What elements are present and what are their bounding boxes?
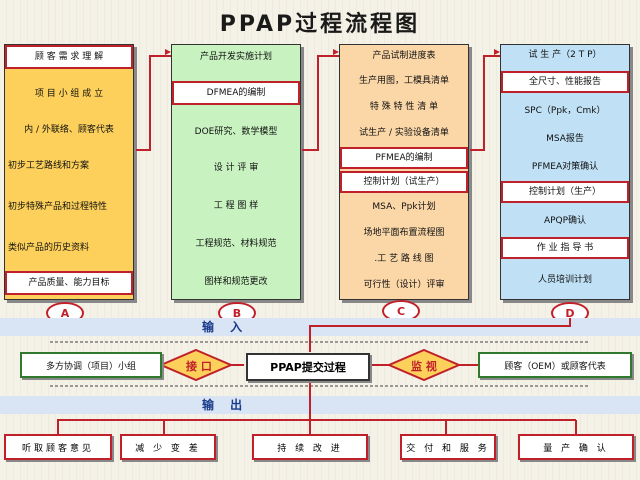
output-1: 听取顾客意见 (4, 434, 112, 460)
col-c-item-5: PFMEA的编制 (340, 147, 468, 169)
col-d-item-7: APQP确认 (543, 215, 587, 226)
multi-team-box: 多方协调（项目）小组 (20, 352, 162, 378)
col-a-item-1: 顾 客 需 求 理 解 (5, 45, 133, 69)
col-c-item-3: 特 殊 特 性 清 单 (369, 101, 439, 112)
col-d-item-8: 作 业 指 导 书 (501, 237, 629, 259)
output-label: 输 出 (202, 398, 249, 412)
label-c: C (382, 300, 420, 322)
col-d-item-4: MSA报告 (546, 133, 584, 144)
input-label: 输 入 (202, 320, 249, 334)
column-d: 试 生 产（2 T P） 全尺寸、性能报告 SPC（Ppk，Cmk） MSA报告… (500, 44, 630, 300)
customer-box: 顾客（OEM）或顾客代表 (478, 352, 632, 378)
col-b-item-7: 图样和规范更改 (204, 276, 268, 287)
output-4: 交 付 和 服 务 (400, 434, 496, 460)
monitor-label: 监 视 (411, 360, 437, 373)
col-b-item-2: DFMEA的编制 (172, 81, 300, 105)
interface-diamond (158, 348, 234, 382)
col-d-item-5: PFMEA对策确认 (531, 161, 599, 172)
col-b-item-5: 工 程 图 样 (213, 200, 259, 211)
col-a-item-6: 类似产品的历史资料 (8, 242, 90, 253)
output-2: 减 少 变 差 (120, 434, 216, 460)
col-c-item-7: MSA、Ppk计划 (372, 201, 436, 212)
col-c-item-10: 可行性（设计）评审 (363, 279, 445, 290)
output-band (0, 396, 640, 414)
col-b-item-4: 设 计 评 审 (213, 162, 259, 173)
col-c-item-1: 产品试制进度表 (372, 50, 436, 61)
col-a-item-2: 项 目 小 组 成 立 (34, 88, 104, 99)
col-d-item-6: 控制计划（生产） (501, 181, 629, 203)
column-c: 产品试制进度表 生产用图，工模具清单 特 殊 特 性 清 单 试生产 / 实验设… (339, 44, 469, 300)
column-b: 产品开发实施计划 DFMEA的编制 DOE研究、数学模型 设 计 评 审 工 程… (171, 44, 301, 300)
col-a-item-4: 初步工艺路线和方案 (8, 160, 90, 171)
col-c-item-9: .工 艺 路 线 图 (374, 253, 434, 264)
col-c-item-2: 生产用图，工模具清单 (358, 75, 449, 86)
col-a-item-7: 产品质量、能力目标 (5, 271, 133, 295)
column-a: 顾 客 需 求 理 解 项 目 小 组 成 立 内 / 外联络、顾客代表 初步工… (4, 44, 134, 300)
col-a-item-5: 初步特殊产品和过程特性 (8, 201, 108, 212)
col-d-item-1: 试 生 产（2 T P） (528, 49, 602, 60)
col-d-item-3: SPC（Ppk，Cmk） (524, 105, 606, 116)
col-c-item-4: 试生产 / 实验设备清单 (359, 127, 449, 138)
col-c-item-6: 控制计划（试生产） (340, 171, 468, 193)
col-b-item-6: 工程规范、材料规范 (195, 238, 277, 249)
monitor-diamond (386, 348, 462, 382)
output-5: 量 产 确 认 (518, 434, 634, 460)
col-b-item-1: 产品开发实施计划 (199, 51, 272, 62)
col-d-item-9: 人员培训计划 (537, 274, 592, 285)
col-c-item-8: 场地平面布置流程图 (363, 227, 445, 238)
ppap-submit-box: PPAP提交过程 (246, 353, 370, 381)
interface-label: 接 口 (186, 360, 212, 373)
col-b-item-3: DOE研究、数学模型 (194, 126, 278, 137)
col-d-item-2: 全尺寸、性能报告 (501, 71, 629, 93)
page-title: PPAP过程流程图 (219, 12, 421, 37)
output-3: 持 续 改 进 (252, 434, 368, 460)
col-a-item-3: 内 / 外联络、顾客代表 (24, 124, 114, 135)
